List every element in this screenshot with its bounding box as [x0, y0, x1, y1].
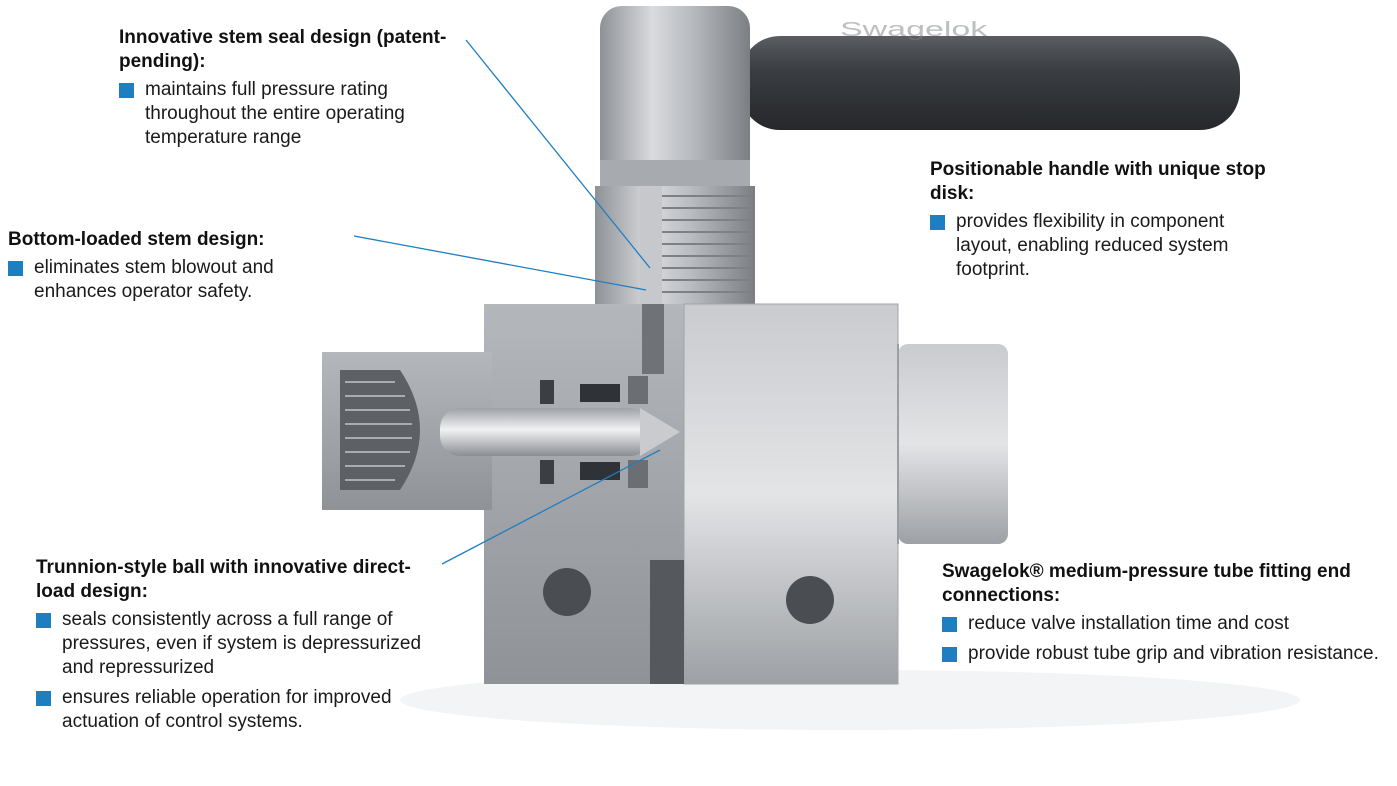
callout-bullet-item: seals consistently across a full range o… — [36, 608, 446, 680]
tube-pin — [440, 408, 650, 456]
handle-bar — [740, 36, 1240, 130]
stem-threads — [660, 195, 752, 293]
nut-thread-bore — [340, 370, 420, 490]
callout-text: maintains full pressure rating throughou… — [145, 79, 405, 148]
callout-bullet-item: reduce valve installation time and cost — [942, 612, 1392, 636]
callout-positionable-handle: Positionable handle with unique stop dis… — [930, 158, 1270, 288]
port-hole-right — [786, 576, 834, 624]
handle-logo: Swagelok — [840, 18, 989, 41]
callout-title: Positionable handle with unique stop dis… — [930, 159, 1266, 204]
callout-text: reduce valve installation time and cost — [968, 613, 1290, 634]
valve-shadow — [400, 670, 1300, 730]
callout-trunnion-ball: Trunnion-style ball with innovative dire… — [36, 556, 446, 740]
square-bullet-icon — [930, 215, 945, 230]
callout-title: Trunnion-style ball with innovative dire… — [36, 557, 411, 602]
callout-title: Swagelok® medium-pressure tube fitting e… — [942, 561, 1351, 606]
square-bullet-icon — [8, 261, 23, 276]
callout-text: seals consistently across a full range o… — [62, 609, 422, 678]
stem-channel — [642, 304, 664, 374]
callout-bottom-loaded: Bottom-loaded stem design: eliminates st… — [8, 228, 358, 310]
square-bullet-icon — [942, 647, 957, 662]
callout-text: eliminates stem blowout and enhances ope… — [34, 257, 274, 302]
square-bullet-icon — [119, 83, 134, 98]
callout-bullet-item: provides flexibility in component layout… — [930, 210, 1270, 282]
callout-bullet-item: provide robust tube grip and vibration r… — [942, 642, 1392, 666]
callout-bullet-item: eliminates stem blowout and enhances ope… — [8, 256, 358, 304]
right-end-connection — [898, 344, 1008, 544]
callout-tube-fitting: Swagelok® medium-pressure tube fitting e… — [942, 560, 1392, 672]
square-bullet-icon — [36, 691, 51, 706]
square-bullet-icon — [942, 617, 957, 632]
body-block — [684, 304, 898, 684]
handle-cap — [600, 6, 750, 186]
callout-title: Innovative stem seal design (patent-pend… — [119, 27, 447, 72]
callout-bullet-item: maintains full pressure rating throughou… — [119, 78, 479, 150]
callout-stem-seal: Innovative stem seal design (patent-pend… — [119, 26, 479, 156]
square-bullet-icon — [36, 613, 51, 628]
callout-text: ensures reliable operation for improved … — [62, 687, 392, 732]
callout-text: provides flexibility in component layout… — [956, 211, 1229, 280]
callout-title: Bottom-loaded stem design: — [8, 229, 265, 250]
port-hole-left — [543, 568, 591, 616]
callout-text: provide robust tube grip and vibration r… — [968, 643, 1379, 664]
callout-bullet-item: ensures reliable operation for improved … — [36, 686, 446, 734]
